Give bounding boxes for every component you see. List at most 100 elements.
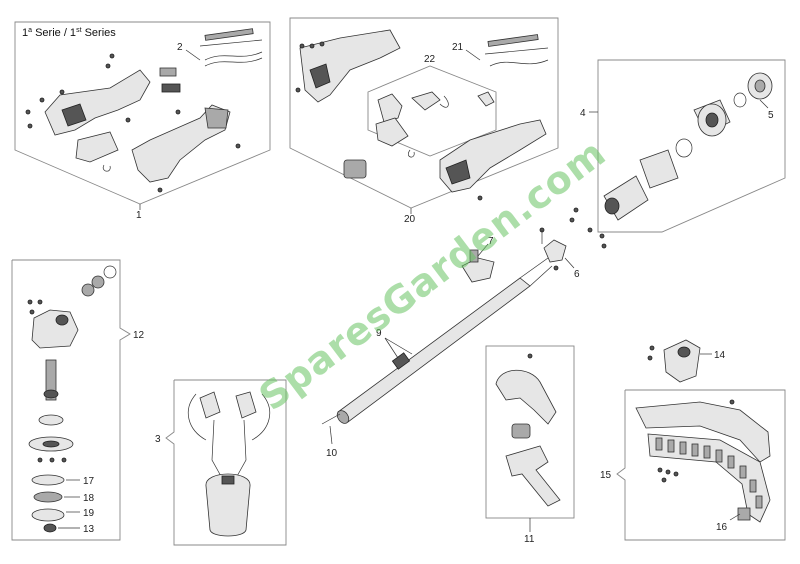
coupler	[639, 149, 679, 189]
housing-port	[61, 103, 87, 127]
guard-bracket-bore	[677, 346, 691, 358]
line-cutter	[737, 507, 751, 521]
strap-left	[187, 393, 207, 441]
handle-sleeve	[511, 423, 531, 439]
nut-13	[43, 523, 57, 533]
bearing-top-b	[81, 283, 95, 297]
callout-4: 4	[580, 108, 586, 119]
buckle-right	[235, 391, 257, 419]
spring-22	[408, 149, 415, 158]
group-3-frame	[165, 379, 287, 546]
leader-10	[329, 425, 333, 445]
group-20-housing: 22 21 20	[289, 17, 559, 225]
washer-18	[33, 491, 63, 503]
leader-6	[564, 257, 575, 269]
callout-16: 16	[716, 522, 728, 533]
item-14-bracket: 14	[647, 339, 726, 383]
output-shaft	[45, 359, 57, 401]
leader-5	[759, 99, 769, 109]
callout-19: 19	[83, 508, 95, 519]
callout-9: 9	[376, 328, 382, 339]
callout-11: 11	[524, 534, 535, 545]
group-1-frame	[14, 21, 271, 205]
group-11-handle: 11	[485, 345, 575, 545]
hip-pad	[205, 473, 251, 537]
clamp-nut	[553, 265, 559, 271]
housing-2-half	[299, 29, 401, 103]
shaft-gear	[43, 389, 59, 399]
callout-7: 7	[488, 236, 494, 247]
screw-set-15	[657, 467, 679, 483]
callout-3: 3	[155, 434, 161, 445]
cover-19	[31, 508, 65, 522]
mount-plate-hub	[42, 440, 60, 448]
group-1-housing: 1a Serie / 1st Series 2 1	[14, 21, 271, 221]
callout-18: 18	[83, 493, 95, 504]
callout-12: 12	[133, 330, 145, 341]
leader-21	[465, 49, 481, 61]
group-3-harness: 3	[155, 379, 287, 546]
rod-21	[484, 47, 549, 55]
callout-1: 1	[136, 210, 142, 221]
group-12-frame	[11, 259, 131, 541]
switch-body	[377, 93, 403, 123]
switch-part-b	[161, 83, 181, 93]
trigger	[411, 91, 441, 111]
main-shaft: 9 10	[321, 257, 553, 459]
shaft-tube-end	[336, 410, 350, 424]
strap-lower-right	[235, 419, 247, 479]
rod-part	[199, 39, 263, 47]
handle-screw	[527, 353, 533, 359]
guard-skirt	[647, 433, 771, 523]
leader-9b	[384, 337, 413, 355]
spring-part	[204, 28, 254, 41]
switch-part	[159, 67, 177, 77]
screw-set-12	[27, 299, 67, 463]
item-7-handle-clamp: 7	[461, 236, 495, 283]
leader-7	[477, 243, 489, 257]
drive-shaft-end	[519, 257, 549, 279]
clutch-housing-hub	[705, 112, 719, 128]
leader-2	[185, 49, 201, 61]
group-12-gearhead: 12 17 18 19 13	[11, 259, 145, 541]
screw-set-4	[569, 207, 607, 249]
group-15-guard: 15 16	[600, 389, 786, 541]
shaft-bearing	[38, 414, 64, 426]
guard-shell	[635, 401, 771, 463]
latch	[477, 91, 495, 107]
group-4-clutch: 4 5	[569, 59, 786, 249]
snap-ring	[733, 92, 747, 108]
callout-2: 2	[177, 42, 183, 53]
harness-hook	[221, 475, 235, 485]
cable-part-b	[204, 57, 263, 67]
callout-5: 5	[768, 110, 774, 121]
group-22-frame	[367, 65, 497, 157]
series-label: 1a Serie / 1st Series	[22, 27, 116, 39]
spring-21	[487, 34, 539, 47]
guard-ribs	[655, 437, 763, 509]
handle-2-insert	[445, 159, 471, 185]
lock-plate	[375, 117, 409, 147]
clamp-ring	[343, 159, 367, 179]
bearing-top	[91, 275, 105, 289]
loop-handle	[495, 369, 557, 425]
callout-10: 10	[326, 448, 338, 459]
callout-17: 17	[83, 476, 95, 487]
callout-14: 14	[714, 350, 726, 361]
shaft-grip-sleeve	[391, 352, 411, 370]
group-15-frame	[616, 389, 786, 541]
drive-shaft-end-b	[529, 265, 553, 287]
callout-22: 22	[424, 54, 436, 65]
washer-17	[31, 474, 65, 486]
housing-half-right	[131, 104, 231, 183]
callout-13: 13	[83, 524, 95, 535]
guard-bracket	[663, 339, 701, 383]
screw-set-14	[647, 345, 655, 361]
group-20-frame	[289, 17, 559, 209]
clutch-drum-hub	[754, 79, 766, 93]
buckle-left	[199, 391, 221, 419]
leader-9a	[384, 337, 399, 359]
cable-part	[204, 51, 263, 61]
